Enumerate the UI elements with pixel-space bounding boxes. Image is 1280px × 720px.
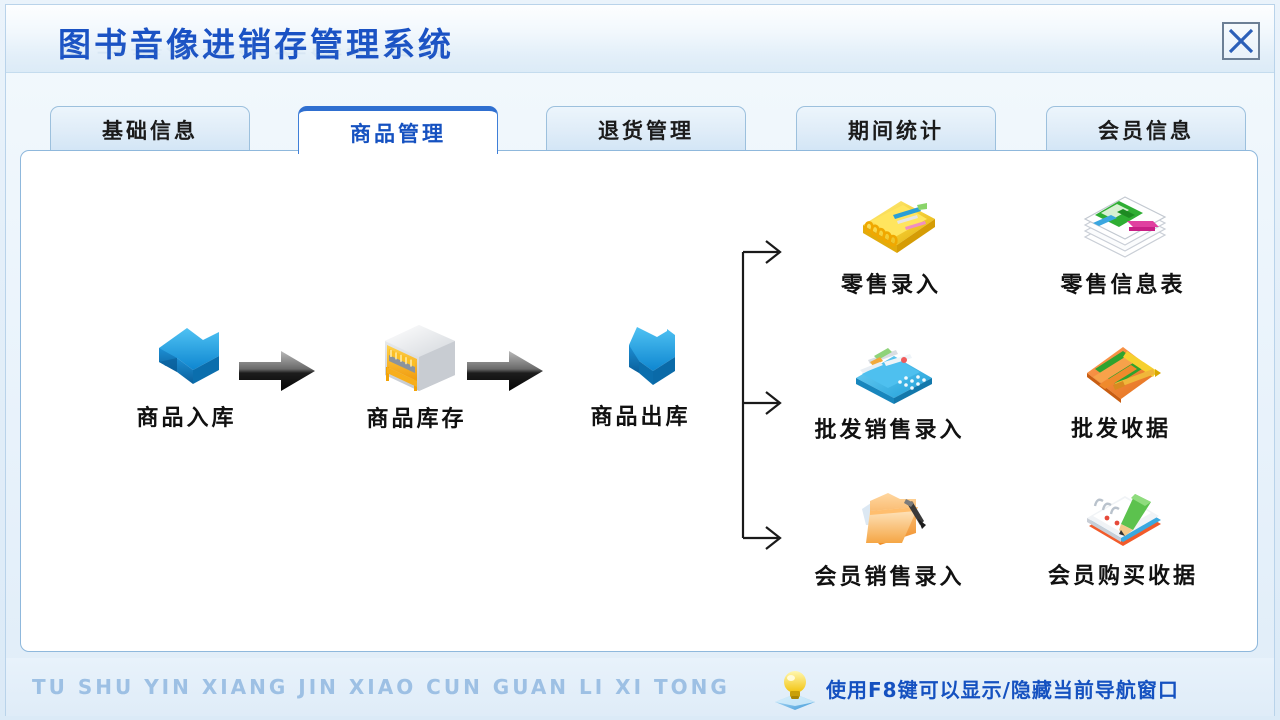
paper-stack-icon <box>1083 196 1167 258</box>
node-retail-entry[interactable]: 零售录入 <box>811 191 971 299</box>
close-button[interactable] <box>1222 22 1260 60</box>
tab-label: 会员信息 <box>1098 118 1194 143</box>
title-bar: 图书音像进销存管理系统 图书音像进销存管理系统 <box>6 5 1274 73</box>
tab-label: 基础信息 <box>102 118 198 143</box>
tab-return-management[interactable]: 退货管理 <box>546 106 746 152</box>
node-member-purchase-receipt[interactable]: 会员购买收据 <box>1023 476 1223 590</box>
lightbulb-icon <box>775 671 815 710</box>
chain-connector-2 <box>465 349 545 397</box>
node-label: 会员购买收据 <box>1047 564 1198 589</box>
black-right-arrow-icon <box>467 351 543 391</box>
tab-label: 商品管理 <box>350 121 446 146</box>
node-label: 零售信息表 <box>1060 273 1186 298</box>
page-title: 图书音像进销存管理系统 <box>58 25 454 64</box>
chain-connector-1 <box>237 349 317 397</box>
tab-label: 期间统计 <box>848 118 944 143</box>
node-label: 商品出库 <box>590 405 691 430</box>
yellow-notebook-icon <box>863 201 935 253</box>
node-goods-outbound[interactable]: 商品出库 <box>563 323 718 431</box>
outbound-arrow-icon <box>628 327 675 385</box>
tab-member-info[interactable]: 会员信息 <box>1046 106 1246 152</box>
node-wholesale-sales-entry[interactable]: 批发销售录入 <box>787 336 992 444</box>
node-retail-info-table[interactable]: 零售信息表 <box>1033 185 1213 299</box>
node-label: 会员销售录入 <box>814 565 965 590</box>
node-member-sales-entry[interactable]: 会员销售录入 <box>787 481 992 591</box>
tab-period-statistics[interactable]: 期间统计 <box>796 106 996 152</box>
node-goods-inbound[interactable]: 商品入库 <box>109 326 264 432</box>
close-x-icon <box>1228 28 1254 54</box>
node-label: 零售录入 <box>840 273 941 298</box>
hint-text: 使用F8键可以显示/隐藏当前导航窗口 <box>826 677 1179 702</box>
inbound-arrow-icon <box>158 328 219 384</box>
tab-basic-info[interactable]: 基础信息 <box>50 106 250 152</box>
orange-folder-pen-icon <box>861 493 926 545</box>
tab-strip: 基础信息 商品管理 退货管理 期间统计 会员信息 <box>20 106 1260 154</box>
orange-receipt-icon <box>1087 347 1161 403</box>
node-label: 批发销售录入 <box>814 418 965 443</box>
node-goods-inventory[interactable]: 商品库存 <box>339 321 494 433</box>
branch-bracket-icon <box>741 240 782 550</box>
pinyin-subtitle: TU SHU YIN XIANG JIN XIAO CUN GUAN LI XI… <box>32 675 730 699</box>
notepad-pencil-icon <box>1087 494 1161 546</box>
tab-label: 退货管理 <box>598 118 694 143</box>
hint-area: 使用F8键可以显示/隐藏当前导航窗口 <box>772 666 1179 710</box>
node-wholesale-receipt[interactable]: 批发收据 <box>1041 333 1201 443</box>
node-label: 批发收据 <box>1070 417 1171 442</box>
node-label: 商品入库 <box>136 406 237 431</box>
blue-ledger-icon <box>855 348 932 404</box>
navigation-panel: 商品入库 <box>20 150 1258 652</box>
tab-product-management[interactable]: 商品管理 <box>298 106 498 154</box>
node-label: 商品库存 <box>366 407 467 432</box>
black-right-arrow-icon <box>239 351 315 391</box>
branch-bracket <box>716 226 796 560</box>
status-bar: TU SHU YIN XIANG JIN XIAO CUN GUAN LI XI… <box>6 658 1274 716</box>
warehouse-icon <box>384 325 455 391</box>
